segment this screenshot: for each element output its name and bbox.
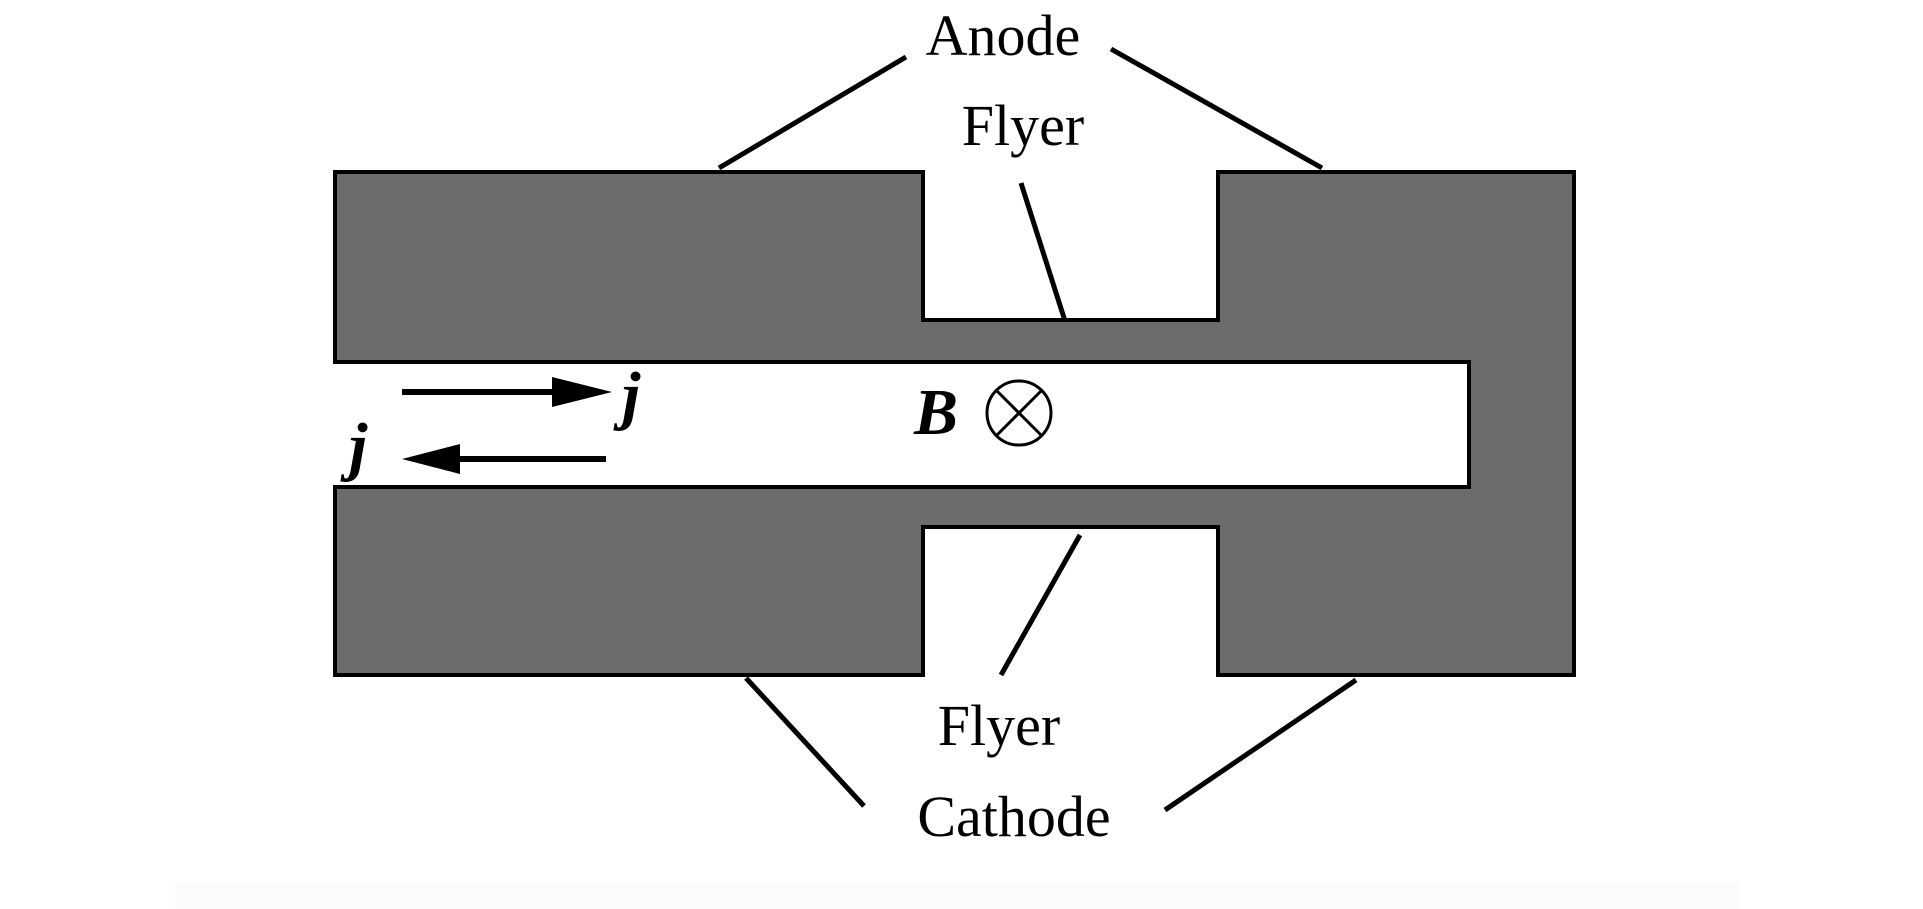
magnetic-field-label: B <box>913 376 958 449</box>
anode-flyer-plate <box>923 320 1218 362</box>
cathode-right-block <box>1218 487 1574 675</box>
current-in-arrow <box>402 377 612 407</box>
anode-label: Anode <box>926 3 1081 68</box>
anode-leader-right <box>1109 46 1324 171</box>
anode-left-block <box>335 172 923 362</box>
anode-leader-left <box>717 54 908 171</box>
current-out-arrow <box>402 444 606 474</box>
into-page-icon <box>985 379 1053 447</box>
background-band <box>175 882 1740 909</box>
anode-flyer-leader <box>1018 182 1068 322</box>
cathode-leader-right <box>1163 677 1358 813</box>
current-out-label: j <box>340 410 368 483</box>
cathode-leader-left <box>744 676 866 808</box>
electrode-body <box>333 170 1576 677</box>
cathode-flyer-plate <box>923 487 1218 527</box>
anode-right-block <box>1218 172 1574 362</box>
arrow-left-icon <box>402 444 460 474</box>
current-in-label: j <box>613 359 641 432</box>
cathode-left-block <box>335 487 923 675</box>
cathode-label: Cathode <box>917 784 1110 849</box>
cathode-flyer-label: Flyer <box>938 693 1060 758</box>
arrow-right-icon <box>552 377 612 407</box>
short-circuit-bridge <box>1469 362 1574 487</box>
anode-flyer-label: Flyer <box>962 93 1084 158</box>
cathode-flyer-leader <box>998 533 1083 677</box>
